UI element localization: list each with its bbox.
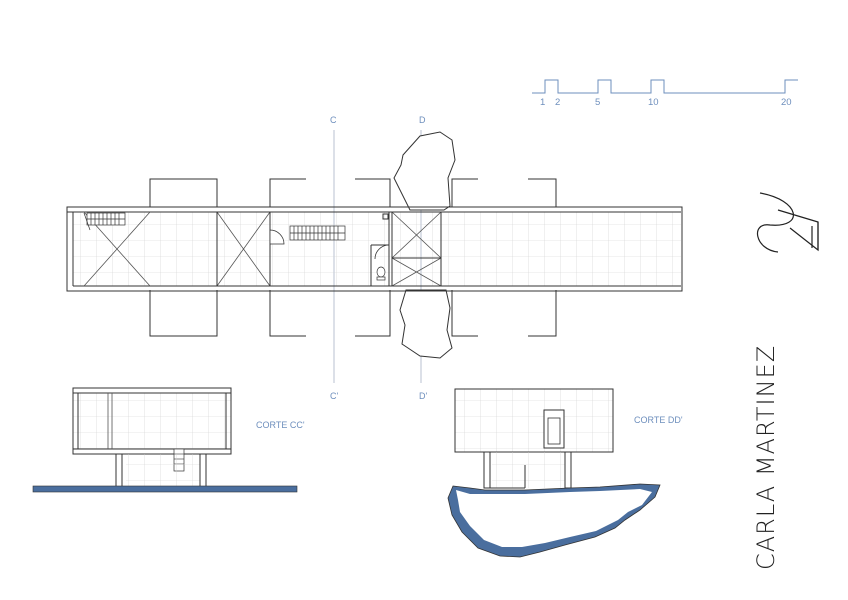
rock-outcrop-top xyxy=(393,131,456,211)
scale-mark-1: 1 xyxy=(540,97,546,108)
door-swing-2 xyxy=(374,244,390,260)
stair-2 xyxy=(289,225,346,241)
scale-mark-10: 10 xyxy=(648,97,659,108)
corte-dd-label: CORTE DD' xyxy=(634,415,683,425)
section-dd xyxy=(447,388,661,558)
author-monogram xyxy=(756,192,819,253)
author-signature: CARLA MARTINEZ xyxy=(752,344,780,570)
graphic-scale xyxy=(532,79,798,94)
section-d-bottom-label: D' xyxy=(419,391,428,401)
section-cc xyxy=(32,387,298,493)
ground-slab-cc xyxy=(32,485,298,493)
corte-cc-label: CORTE CC' xyxy=(256,420,305,430)
section-c-top-label: C xyxy=(330,115,337,125)
toilet-fixture xyxy=(376,266,386,281)
door-swing-1 xyxy=(269,229,285,245)
section-c-bottom-label: C' xyxy=(330,391,339,401)
stair-1 xyxy=(83,212,126,231)
support-outlines xyxy=(149,178,557,337)
section-d-top-label: D xyxy=(419,115,426,125)
scale-mark-5: 5 xyxy=(595,97,601,108)
floor-plan xyxy=(66,206,683,292)
scale-mark-2: 2 xyxy=(555,97,561,108)
rock-outcrop-bottom xyxy=(399,289,453,359)
scale-mark-20: 20 xyxy=(781,97,792,108)
